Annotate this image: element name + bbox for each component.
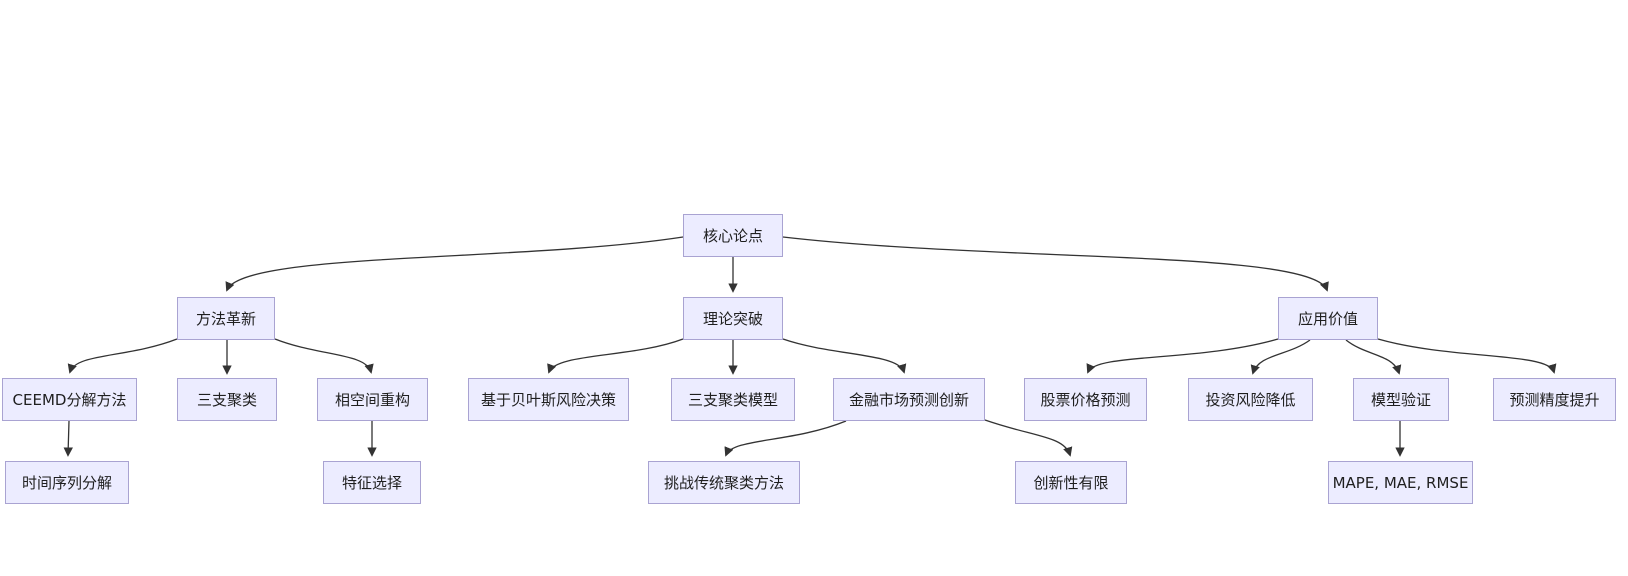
node-theory-breakthrough: 理论突破 [683,297,783,340]
edge-theory-breakthrough-to-financial-market-forecast-innovation [782,338,907,374]
node-model-validation: 模型验证 [1353,378,1449,421]
node-forecast-accuracy-improvement: 预测精度提升 [1493,378,1616,421]
node-three-way-clustering-model: 三支聚类模型 [671,378,795,421]
edge-method-innovation-to-phase-space-reconstruction [274,338,374,374]
node-financial-market-forecast-innovation: 金融市场预测创新 [833,378,985,421]
edge-application-value-to-investment-risk-reduction [1250,339,1311,375]
edge-application-value-to-stock-price-prediction [1086,338,1279,374]
node-time-series-decomposition: 时间序列分解 [5,461,129,504]
edge-core-thesis-to-application-value [782,236,1329,292]
node-feature-selection: 特征选择 [323,461,421,504]
node-challenge-traditional-clustering: 挑战传统聚类方法 [648,461,800,504]
node-evaluation-metrics: MAPE, MAE, RMSE [1328,461,1473,504]
node-stock-price-prediction: 股票价格预测 [1024,378,1147,421]
edge-method-innovation-to-ceemd-decomposition [67,338,178,374]
node-application-value: 应用价值 [1278,297,1378,340]
edge-application-value-to-model-validation [1345,339,1402,375]
edge-financial-market-forecast-innovation-to-limited-innovation [984,419,1073,457]
edge-theory-breakthrough-to-bayesian-risk-decision [547,338,684,374]
node-bayesian-risk-decision: 基于贝叶斯风险决策 [468,378,629,421]
node-method-innovation: 方法革新 [177,297,275,340]
node-ceemd-decomposition: CEEMD分解方法 [2,378,137,421]
node-core-thesis: 核心论点 [683,214,783,257]
node-limited-innovation: 创新性有限 [1015,461,1127,504]
node-investment-risk-reduction: 投资风险降低 [1188,378,1313,421]
edge-ceemd-decomposition-to-time-series-decomposition [63,420,73,457]
node-phase-space-reconstruction: 相空间重构 [317,378,428,421]
edge-financial-market-forecast-innovation-to-challenge-traditional-clustering [724,420,847,457]
edge-core-thesis-to-method-innovation [225,236,684,292]
node-three-way-clustering: 三支聚类 [177,378,277,421]
edge-application-value-to-forecast-accuracy-improvement [1377,338,1557,374]
